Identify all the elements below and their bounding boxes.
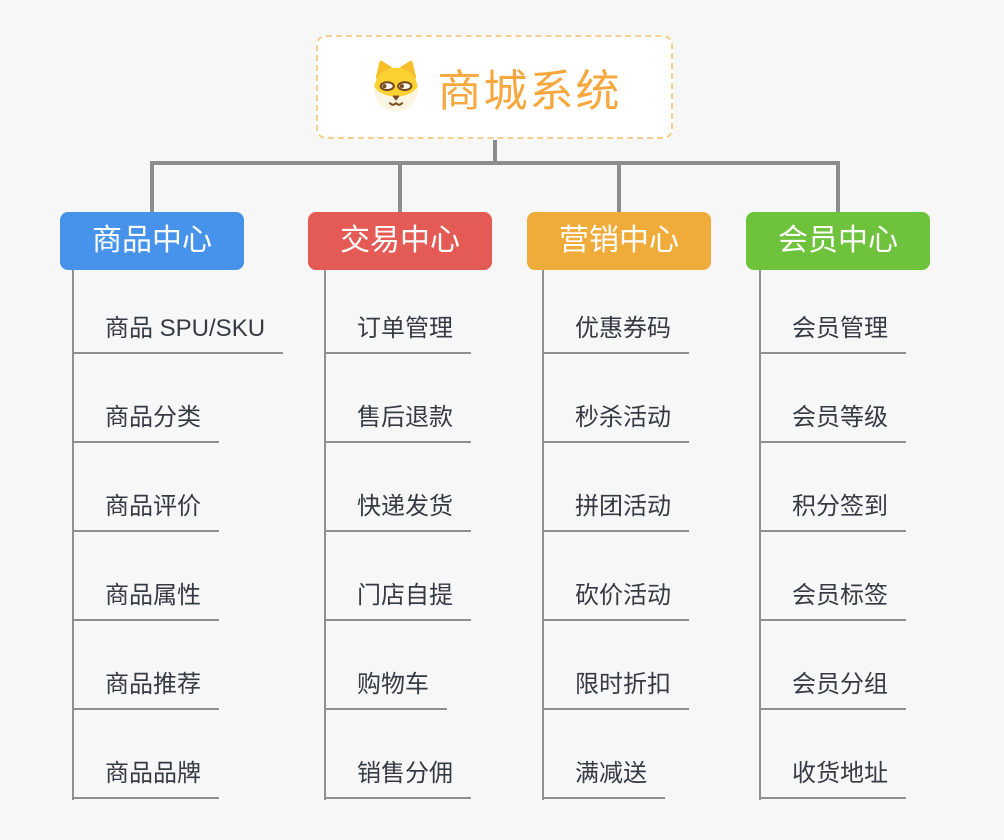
connector-branch-drop-2 [398, 163, 402, 212]
leaf-node[interactable]: 购物车 [324, 670, 447, 710]
leaf-node[interactable]: 收货地址 [759, 759, 906, 799]
leaf-node[interactable]: 拼团活动 [542, 492, 689, 532]
root-node[interactable]: 商城系统 [316, 35, 673, 139]
branch-header-trade-center[interactable]: 交易中心 [308, 212, 492, 270]
leaf-node[interactable]: 满减送 [542, 759, 665, 799]
connector-root-drop [493, 140, 497, 165]
leaf-node[interactable]: 订单管理 [324, 314, 471, 354]
leaf-node[interactable]: 商品评价 [72, 492, 219, 532]
leaf-node[interactable]: 销售分佣 [324, 759, 471, 799]
leaf-node[interactable]: 会员管理 [759, 314, 906, 354]
branch-header-member-center[interactable]: 会员中心 [746, 212, 930, 270]
leaf-node[interactable]: 商品属性 [72, 581, 219, 621]
leaf-node[interactable]: 商品品牌 [72, 759, 219, 799]
leaf-node[interactable]: 会员分组 [759, 670, 906, 710]
leaf-node[interactable]: 商品 SPU/SKU [72, 314, 284, 354]
branch-header-product-center[interactable]: 商品中心 [60, 212, 244, 270]
leaf-node[interactable]: 快递发货 [324, 492, 471, 532]
connector-branch-drop-4 [836, 163, 840, 212]
leaf-node[interactable]: 砍价活动 [542, 581, 689, 621]
leaf-node[interactable]: 商品分类 [72, 403, 219, 443]
connector-branch-drop-3 [617, 163, 621, 212]
leaf-node[interactable]: 积分签到 [759, 492, 906, 532]
leaf-node[interactable]: 商品推荐 [72, 670, 219, 710]
leaf-node[interactable]: 门店自提 [324, 581, 471, 621]
trunk-line-1 [72, 270, 74, 800]
leaf-node[interactable]: 会员等级 [759, 403, 906, 443]
branch-header-marketing-center[interactable]: 营销中心 [527, 212, 711, 270]
root-title: 商城系统 [437, 67, 622, 116]
leaf-node[interactable]: 会员标签 [759, 581, 906, 621]
connector-horizontal [150, 161, 840, 165]
leaf-node[interactable]: 秒杀活动 [542, 403, 689, 443]
trunk-line-4 [759, 270, 761, 800]
leaf-node[interactable]: 售后退款 [324, 403, 471, 443]
trunk-line-2 [324, 270, 326, 800]
trunk-line-3 [542, 270, 544, 800]
leaf-node[interactable]: 优惠券码 [542, 314, 689, 354]
dog-face-icon [373, 60, 418, 112]
leaf-node[interactable]: 限时折扣 [542, 670, 689, 710]
connector-branch-drop-1 [150, 163, 154, 212]
